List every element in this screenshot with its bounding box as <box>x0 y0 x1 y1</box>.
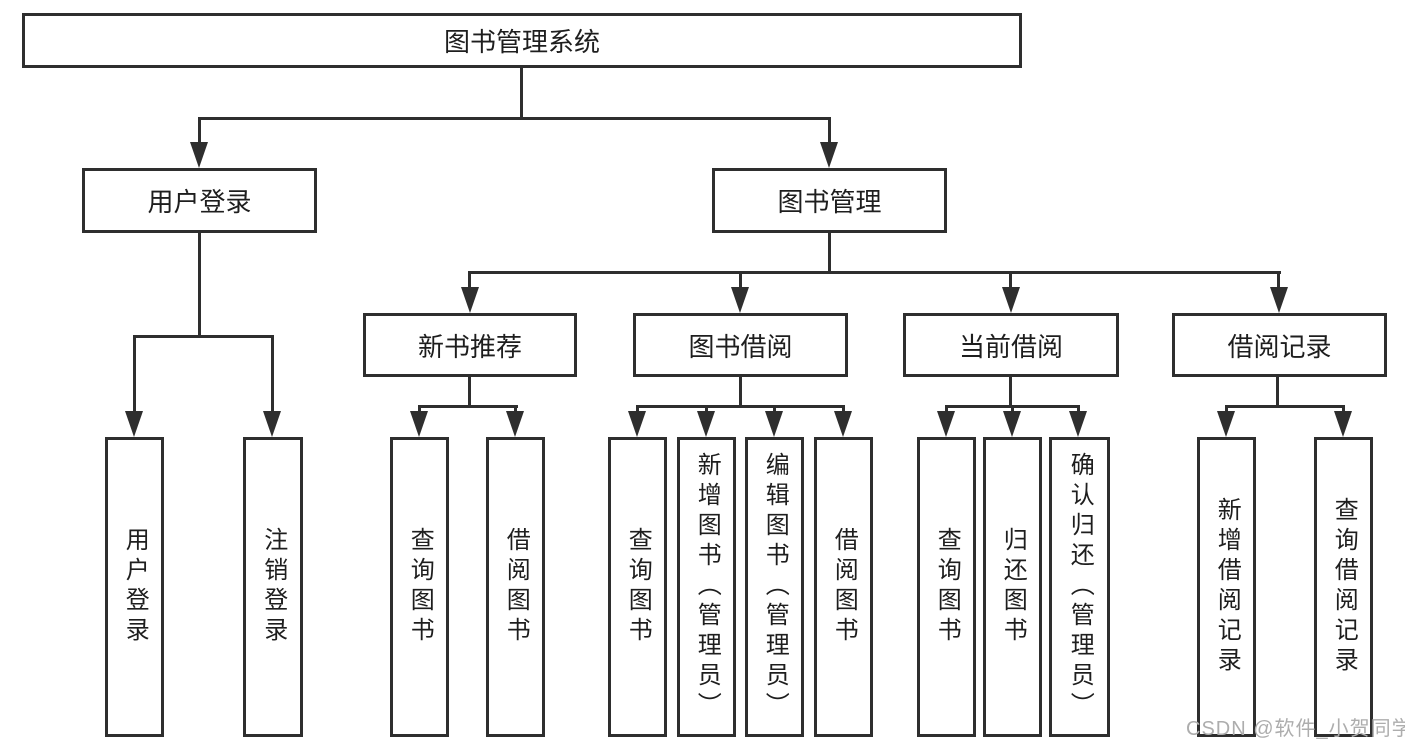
node-book-management: 图书管理 <box>712 168 947 233</box>
connector-borrow-drop-4 <box>842 405 845 415</box>
leaf-query-books-rec-label: 查询图书 <box>406 527 434 647</box>
connector-current-drop-3 <box>1077 405 1080 415</box>
leaf-query-books-borrow: 查询图书 <box>608 437 667 737</box>
connector-book-drop-3 <box>1009 271 1012 289</box>
arrow-down-icon <box>765 411 783 437</box>
arrow-down-icon <box>834 411 852 437</box>
connector-book-hline <box>468 271 1281 274</box>
connector-borrow-drop-1 <box>636 405 639 415</box>
arrow-down-icon <box>937 411 955 437</box>
leaf-confirm-return-admin: 确认归还（管理员） <box>1049 437 1110 737</box>
connector-book-drop-4 <box>1277 271 1280 289</box>
node-root: 图书管理系统 <box>22 13 1022 68</box>
node-new-book-recommend-label: 新书推荐 <box>417 331 522 362</box>
connector-user-drop-1 <box>133 335 136 413</box>
arrow-down-icon <box>1270 287 1288 313</box>
arrow-down-icon <box>190 142 208 168</box>
connector-root-hline <box>198 117 831 120</box>
leaf-user-login-label: 用户登录 <box>121 527 149 647</box>
watermark: CSDN @软件_小贺同学 <box>1186 718 1405 740</box>
node-user-login-label: 用户登录 <box>147 187 252 217</box>
node-current-borrow: 当前借阅 <box>903 313 1119 377</box>
leaf-edit-book-admin: 编辑图书（管理员） <box>745 437 804 737</box>
connector-current-drop-2 <box>1011 405 1014 415</box>
connector-user-drop-2 <box>271 335 274 413</box>
leaf-confirm-return-admin-label: 确认归还（管理员） <box>1066 452 1094 722</box>
node-borrow-records-label: 借阅记录 <box>1227 331 1332 362</box>
arrow-down-icon <box>125 411 143 437</box>
node-book-borrow: 图书借阅 <box>633 313 848 377</box>
arrow-down-icon <box>1069 411 1087 437</box>
arrow-down-icon <box>697 411 715 437</box>
connector-records-hline <box>1225 405 1345 408</box>
arrow-down-icon <box>506 411 524 437</box>
connector-records-stem <box>1276 377 1279 408</box>
node-root-label: 图书管理系统 <box>443 27 600 57</box>
leaf-edit-book-admin-label: 编辑图书（管理员） <box>761 452 789 722</box>
node-book-borrow-label: 图书借阅 <box>688 331 793 362</box>
arrow-down-icon <box>410 411 428 437</box>
connector-borrow-drop-3 <box>773 405 776 415</box>
arrow-down-icon <box>731 287 749 313</box>
connector-root-right-drop <box>828 117 831 144</box>
arrow-down-icon <box>1217 411 1235 437</box>
connector-book-drop-2 <box>739 271 742 289</box>
arrow-down-icon <box>461 287 479 313</box>
connector-root-stem <box>520 68 523 118</box>
leaf-query-books-borrow-label: 查询图书 <box>624 527 652 647</box>
connector-user-hline <box>133 335 274 338</box>
leaf-user-login: 用户登录 <box>105 437 164 737</box>
connector-current-drop-1 <box>945 405 948 415</box>
arrow-down-icon <box>1002 287 1020 313</box>
connector-book-drop-1 <box>468 271 471 289</box>
leaf-borrow-books: 借阅图书 <box>814 437 873 737</box>
connector-borrow-drop-2 <box>705 405 708 415</box>
node-book-management-label: 图书管理 <box>777 187 882 217</box>
arrow-down-icon <box>820 142 838 168</box>
connector-borrow-hline <box>636 405 845 408</box>
leaf-query-borrow-record-label: 查询借阅记录 <box>1330 497 1358 677</box>
connector-user-stem <box>198 233 201 337</box>
leaf-borrow-books-rec: 借阅图书 <box>486 437 545 737</box>
node-borrow-records: 借阅记录 <box>1172 313 1387 377</box>
arrow-down-icon <box>1003 411 1021 437</box>
leaf-query-books-rec: 查询图书 <box>390 437 449 737</box>
leaf-query-borrow-record: 查询借阅记录 <box>1314 437 1373 737</box>
connector-book-stem <box>828 233 831 274</box>
leaf-logout-label: 注销登录 <box>259 527 287 647</box>
node-new-book-recommend: 新书推荐 <box>363 313 577 377</box>
connector-records-drop-2 <box>1342 405 1345 415</box>
leaf-query-books-current-label: 查询图书 <box>933 527 961 647</box>
leaf-return-book-label: 归还图书 <box>999 527 1027 647</box>
connector-current-stem <box>1009 377 1012 408</box>
leaf-return-book: 归还图书 <box>983 437 1042 737</box>
arrow-down-icon <box>628 411 646 437</box>
leaf-add-borrow-record-label: 新增借阅记录 <box>1213 497 1241 677</box>
connector-rec-stem <box>468 377 471 408</box>
node-current-borrow-label: 当前借阅 <box>958 331 1063 362</box>
connector-rec-hline <box>418 405 518 408</box>
leaf-add-book-admin: 新增图书（管理员） <box>677 437 736 737</box>
connector-rec-drop-2 <box>514 405 517 415</box>
connector-root-left-drop <box>198 117 201 144</box>
arrow-down-icon <box>1334 411 1352 437</box>
leaf-borrow-books-label: 借阅图书 <box>830 527 858 647</box>
arrow-down-icon <box>263 411 281 437</box>
leaf-query-books-current: 查询图书 <box>917 437 976 737</box>
connector-records-drop-1 <box>1225 405 1228 415</box>
connector-borrow-stem <box>739 377 742 408</box>
connector-rec-drop-1 <box>418 405 421 415</box>
leaf-logout: 注销登录 <box>243 437 303 737</box>
node-user-login: 用户登录 <box>82 168 317 233</box>
leaf-add-borrow-record: 新增借阅记录 <box>1197 437 1256 737</box>
leaf-add-book-admin-label: 新增图书（管理员） <box>693 452 721 722</box>
leaf-borrow-books-rec-label: 借阅图书 <box>502 527 530 647</box>
